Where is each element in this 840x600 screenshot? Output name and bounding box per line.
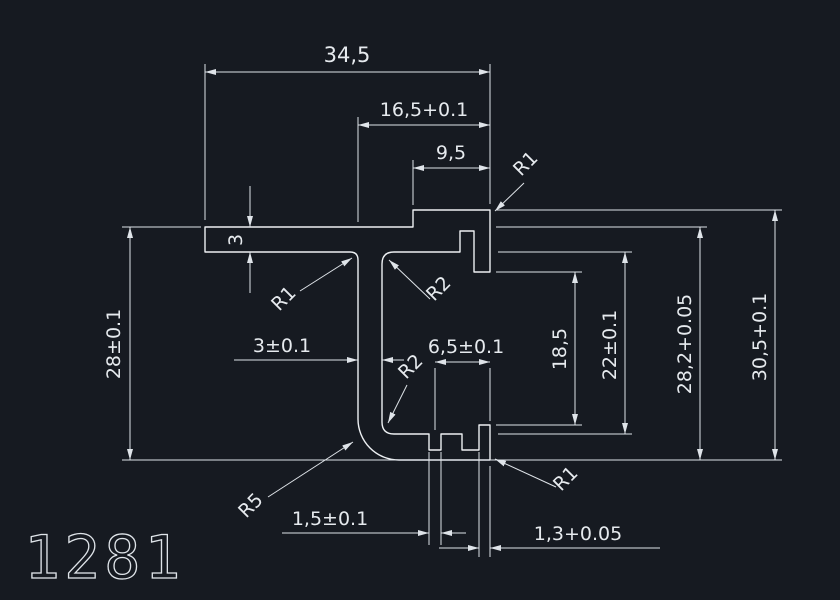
radius-r1-hook-top: R1 [494, 147, 542, 212]
dim-label-height-left: 28±0.1 [103, 309, 125, 379]
dim-label-hook-width: 16,5+0.1 [380, 99, 468, 121]
radius-r2-bottom: R2 [387, 350, 427, 424]
dim-label-height-282: 28,2+0.05 [674, 294, 696, 395]
dim-slot-width: 1,5±0.1 [282, 452, 466, 545]
dim-label-web-thickness: 3±0.1 [253, 335, 311, 357]
dim-label-slot-offset: 6,5±0.1 [428, 336, 504, 358]
dim-flange-thickness: 3 [225, 186, 253, 293]
dim-label-channel-height: 22±0.1 [599, 310, 621, 380]
dim-label-height-305: 30,5+0.1 [749, 293, 771, 381]
leader-line [387, 384, 408, 424]
dim-slot-offset: 6,5±0.1 [428, 336, 504, 430]
dim-inner-height: 18,5 [496, 271, 582, 426]
dim-height-left: 28±0.1 [103, 226, 782, 461]
leader-line [267, 441, 354, 498]
radius-r2-top: R2 [388, 259, 455, 306]
profile-outline [204, 209, 491, 461]
dim-label-inner-height: 18,5 [549, 328, 571, 370]
radius-r1-hook-bottom: R1 [494, 458, 582, 496]
part-number: 1281 [24, 523, 185, 593]
dim-step-width: 9,5 [412, 142, 490, 205]
radius-label-r2-bottom: R2 [394, 350, 427, 383]
dim-label-total-width: 34,5 [324, 43, 371, 67]
radius-label-r1-hook-bottom: R1 [549, 462, 582, 495]
dim-label-step-width: 9,5 [436, 142, 466, 164]
radius-label-r1-web-fillet: R1 [267, 282, 300, 315]
dim-label-flange-thickness: 3 [225, 234, 247, 246]
dim-lip-thickness: 1,3+0.05 [439, 452, 660, 557]
radius-label-r5-corner: R5 [234, 489, 267, 522]
dim-height-282: 28,2+0.05 [496, 226, 707, 460]
radius-label-r1-hook-top: R1 [509, 147, 542, 180]
radius-r1-web-fillet: R1 [267, 257, 353, 315]
dim-web-thickness: 3±0.1 [234, 335, 404, 363]
dim-label-slot-width: 1,5±0.1 [292, 508, 368, 530]
dim-total-width: 34,5 [204, 43, 491, 220]
dim-hook-width: 16,5+0.1 [357, 99, 490, 222]
leader-line [494, 182, 525, 212]
leader-line [299, 257, 353, 292]
profile-section-path [204, 209, 491, 461]
dim-label-lip-thickness: 1,3+0.05 [534, 523, 622, 545]
leader-line [494, 458, 557, 488]
dim-channel-height: 22±0.1 [498, 251, 632, 435]
leader-line [388, 259, 431, 300]
dim-height-305: 30,5+0.1 [496, 209, 782, 460]
radius-label-r2-top: R2 [422, 272, 455, 305]
